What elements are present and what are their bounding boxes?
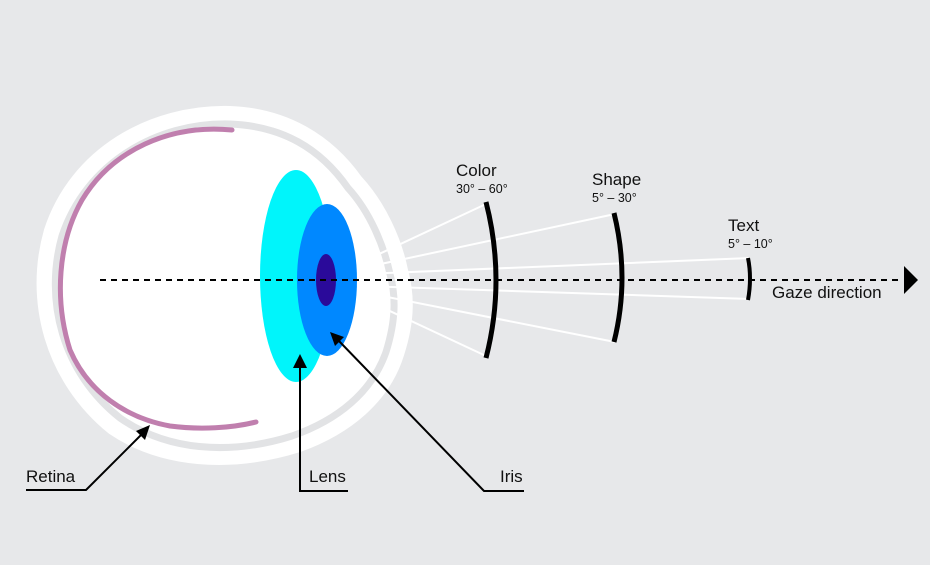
gaze-arrowhead	[904, 266, 918, 294]
gaze-direction-label: Gaze direction	[772, 283, 882, 302]
vision-field-lines	[361, 203, 751, 357]
color-field-arc	[483, 201, 499, 359]
lens-leader	[299, 366, 348, 492]
color-field-range: 30° – 60°	[456, 182, 508, 196]
shape-field-range: 5° – 30°	[592, 191, 637, 205]
shape-field-title: Shape	[592, 170, 641, 189]
iris-arrowhead	[330, 332, 344, 346]
retina-arrowhead	[136, 425, 150, 440]
retina-leader	[26, 433, 143, 491]
leader-lines	[26, 339, 524, 492]
text-field-arc	[746, 257, 752, 301]
lens-label: Lens	[309, 467, 346, 486]
shape-field-arc	[611, 212, 625, 343]
iris-leader	[337, 339, 524, 492]
color-field-title: Color	[456, 161, 497, 180]
retina-label: Retina	[26, 467, 76, 486]
lens-arrowhead	[293, 354, 307, 368]
iris-label: Iris	[500, 467, 523, 486]
text-field-range: 5° – 10°	[728, 237, 773, 251]
text-field-title: Text	[728, 216, 759, 235]
retina-arc	[57, 126, 259, 431]
